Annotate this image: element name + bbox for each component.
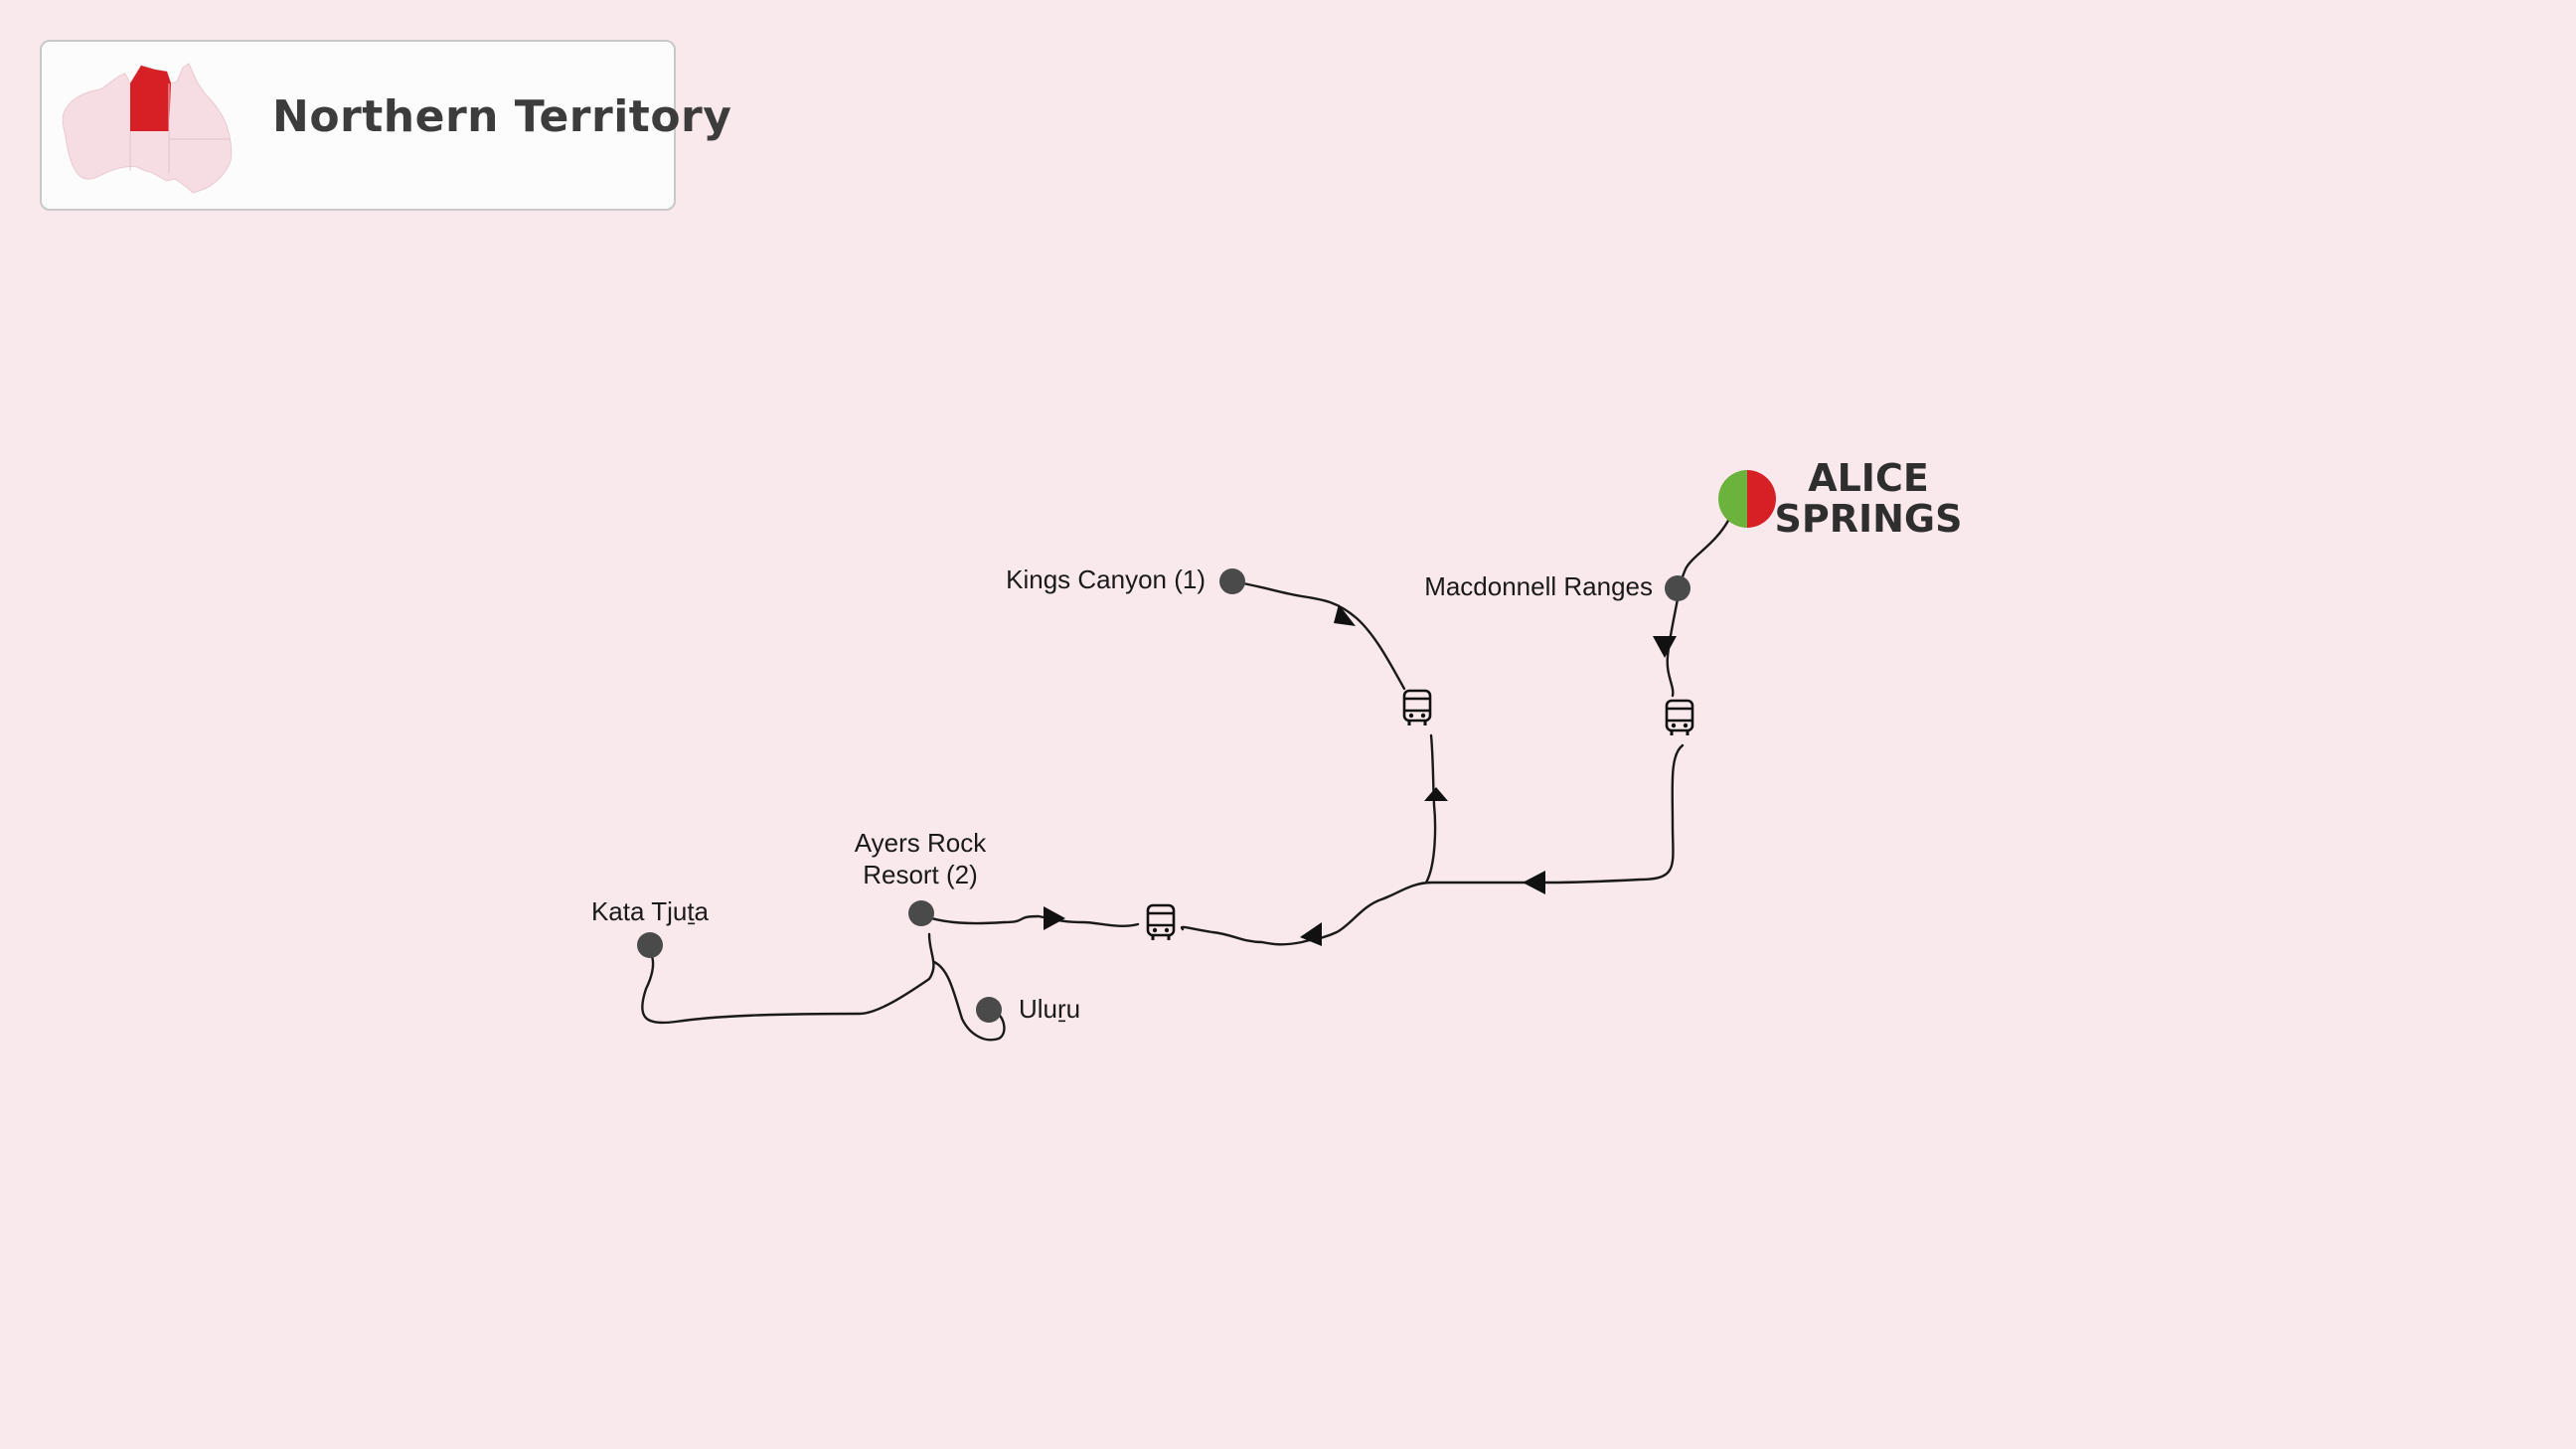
stop-label-uluru: Uluṟu xyxy=(1019,994,1080,1024)
stop-uluru[interactable] xyxy=(976,997,1002,1023)
stop-label-ayers-line1: Ayers Rock xyxy=(855,828,987,858)
route-kings-bus-kings xyxy=(1230,579,1406,691)
direction-arrow xyxy=(1334,604,1356,626)
start-label-line1: ALICE xyxy=(1808,456,1929,500)
direction-arrow xyxy=(1044,906,1065,930)
bus-icon xyxy=(1146,903,1176,942)
northern-territory-highlight xyxy=(130,66,171,131)
direction-arrow xyxy=(1653,636,1677,658)
direction-arrow xyxy=(1300,922,1322,946)
route-junction-ayers xyxy=(1180,881,1433,946)
stop-kings-canyon[interactable] xyxy=(1219,568,1245,594)
route-junction-kings-bus xyxy=(1424,733,1437,885)
australia-minimap xyxy=(62,63,233,194)
start-marker[interactable] xyxy=(1718,470,1776,528)
stop-label-ayers-line2: Resort (2) xyxy=(863,860,978,889)
stop-label-kings-canyon: Kings Canyon (1) xyxy=(1006,564,1206,594)
route-macdonnell-bus xyxy=(1666,586,1682,698)
route-alice-macdonnell xyxy=(1678,517,1731,586)
start-label-line2: SPRINGS xyxy=(1775,497,1963,541)
bus-icon xyxy=(1665,699,1694,737)
route-ayers-kata xyxy=(641,932,935,1025)
start-marker-left-half xyxy=(1718,470,1747,528)
region-header-card: Northern Territory xyxy=(40,40,731,211)
stop-ayers-rock-resort[interactable] xyxy=(908,900,934,926)
stop-label-macdonnell-ranges: Macdonnell Ranges xyxy=(1424,571,1653,601)
route-bus-ayers xyxy=(917,912,1140,927)
region-title: Northern Territory xyxy=(272,91,732,142)
stop-kata-tjuta[interactable] xyxy=(637,932,663,958)
direction-arrow xyxy=(1424,787,1448,801)
direction-arrow xyxy=(1523,871,1545,894)
start-marker-right-half xyxy=(1747,470,1776,528)
stop-label-kata-tjuta: Kata Tjuṯa xyxy=(591,896,710,926)
stop-macdonnell-ranges[interactable] xyxy=(1665,575,1690,601)
route-ayers-uluru xyxy=(932,960,1006,1042)
route-bus-junction xyxy=(1429,743,1685,885)
bus-icon xyxy=(1402,689,1432,727)
